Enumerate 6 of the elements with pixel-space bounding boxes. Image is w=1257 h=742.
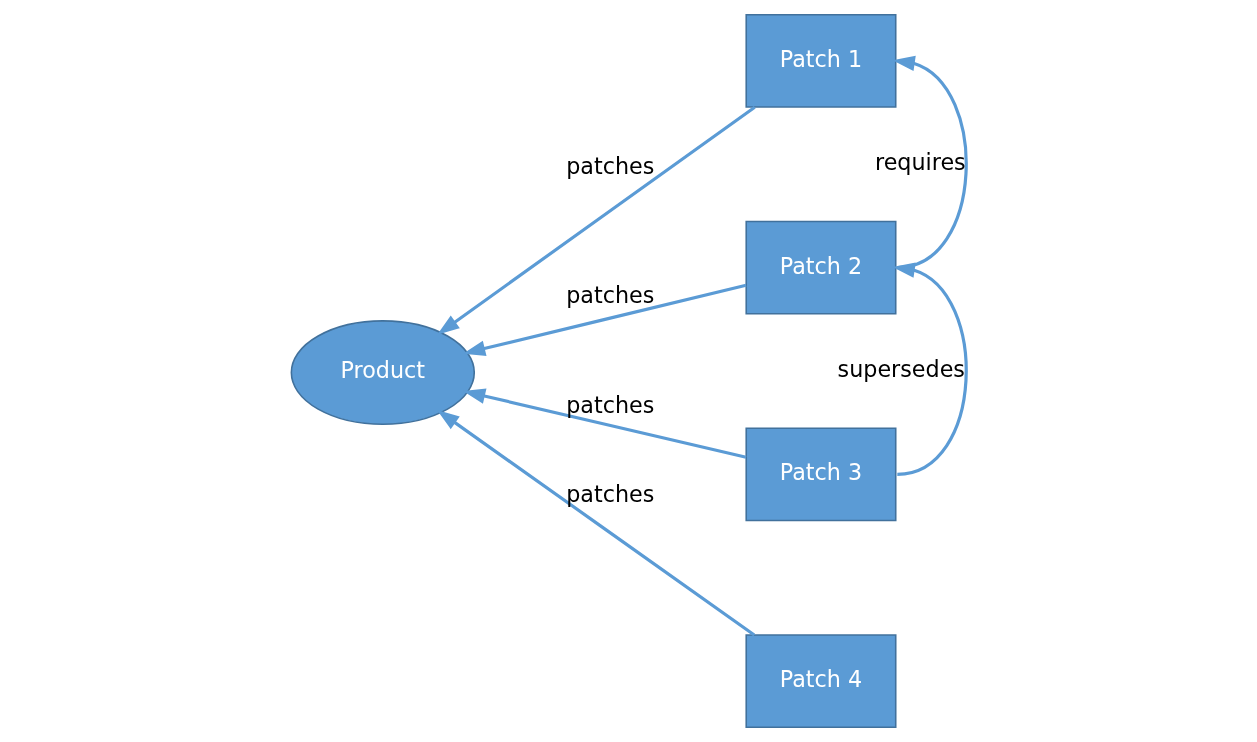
edge-label: patches <box>565 480 654 507</box>
edge-label: patches <box>565 391 654 418</box>
edge-label: requires <box>874 149 966 176</box>
edge-label: patches <box>565 281 654 308</box>
edge-label: patches <box>565 153 654 180</box>
edge-label: supersedes <box>837 355 965 382</box>
